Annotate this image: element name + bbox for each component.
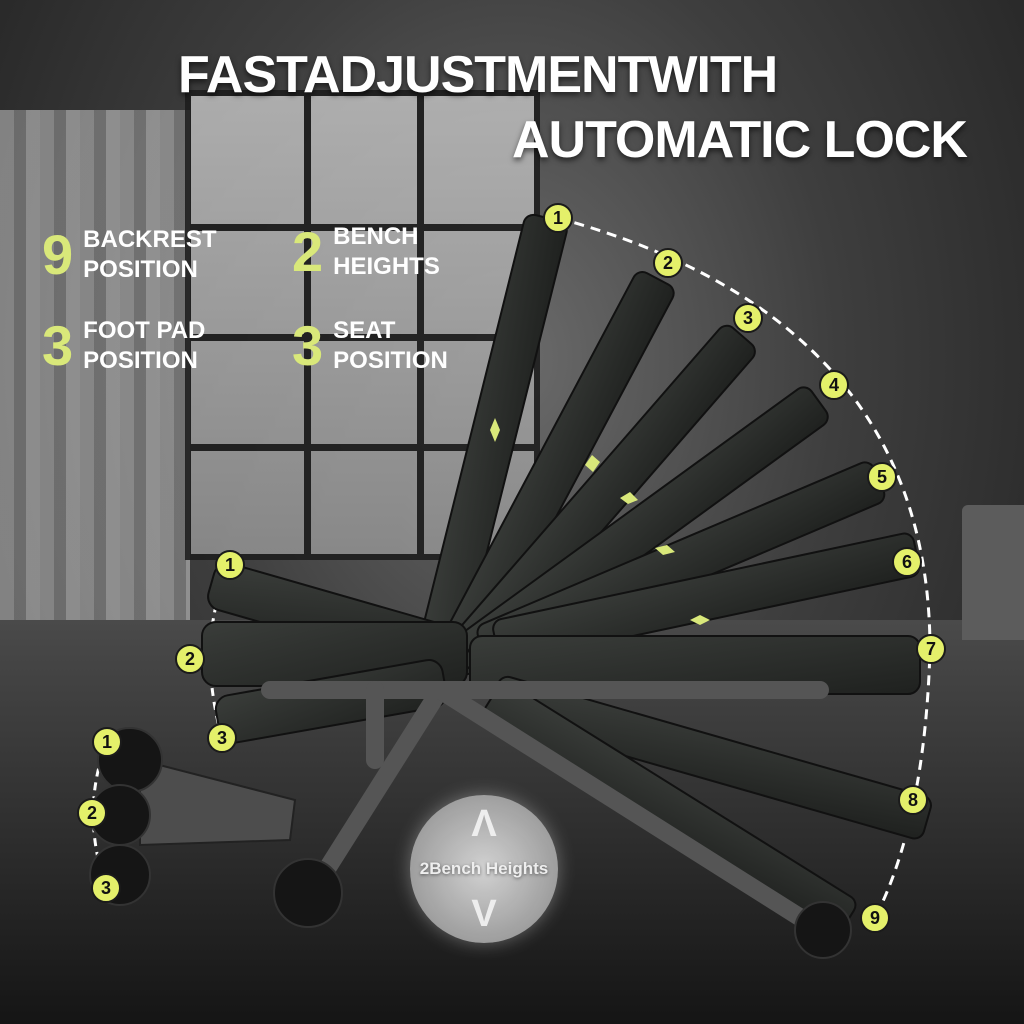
feature-label-line-2: POSITION (83, 256, 198, 283)
backrest-marker-6: 6 (892, 547, 922, 577)
seat-marker-2: 2 (175, 644, 205, 674)
feature-foot-pad: 3 FOOT PAD POSITION (42, 316, 205, 376)
bench-heights-badge: Λ 2Bench Heights V (410, 795, 558, 943)
feature-number: 3 (42, 314, 74, 377)
feature-bench-heights: 2 BENCH HEIGHTS (292, 222, 440, 282)
up-arrow-icon: Λ (471, 803, 497, 845)
backrest-marker-1: 1 (543, 203, 573, 233)
curtain (0, 110, 190, 630)
feature-label-line-2: POSITION (333, 347, 448, 374)
headline-line-2: AUTOMATIC LOCK (512, 111, 968, 169)
backrest-marker-5: 5 (867, 462, 897, 492)
footpad-marker-2: 2 (77, 798, 107, 828)
feature-label-line-2: HEIGHTS (333, 253, 440, 280)
backrest-marker-9: 9 (860, 903, 890, 933)
feature-label-line-1: BACKREST (83, 226, 217, 253)
feature-label-line-2: POSITION (83, 347, 198, 374)
feature-seat: 3 SEAT POSITION (292, 316, 448, 376)
feature-label-line-1: BENCH (333, 223, 419, 250)
pad-decals (490, 418, 710, 625)
backrest-marker-4: 4 (819, 370, 849, 400)
seat-marker-3: 3 (207, 723, 237, 753)
footpad-marker-3: 3 (91, 873, 121, 903)
headline-line-1: FASTADJUSTMENTWITH (178, 46, 778, 104)
seat-pads (201, 562, 468, 744)
bench-heights-label: 2Bench Heights (419, 859, 549, 878)
seat-marker-1: 1 (215, 550, 245, 580)
feature-label-line-1: FOOT PAD (83, 317, 206, 344)
feature-number: 2 (292, 220, 324, 283)
feature-number: 3 (292, 314, 324, 377)
background-sofa (962, 505, 1024, 640)
feature-backrest: 9 BACKREST POSITION (42, 225, 217, 285)
feature-number: 9 (42, 223, 74, 286)
feature-label-line-1: SEAT (333, 317, 396, 344)
down-arrow-icon: V (471, 893, 497, 935)
backrest-marker-3: 3 (733, 303, 763, 333)
backrest-marker-2: 2 (653, 248, 683, 278)
backrest-marker-8: 8 (898, 785, 928, 815)
footpad-marker-1: 1 (92, 727, 122, 757)
foot-frame (139, 758, 297, 847)
bench-frame (261, 681, 829, 939)
backrest-marker-7: 7 (916, 634, 946, 664)
